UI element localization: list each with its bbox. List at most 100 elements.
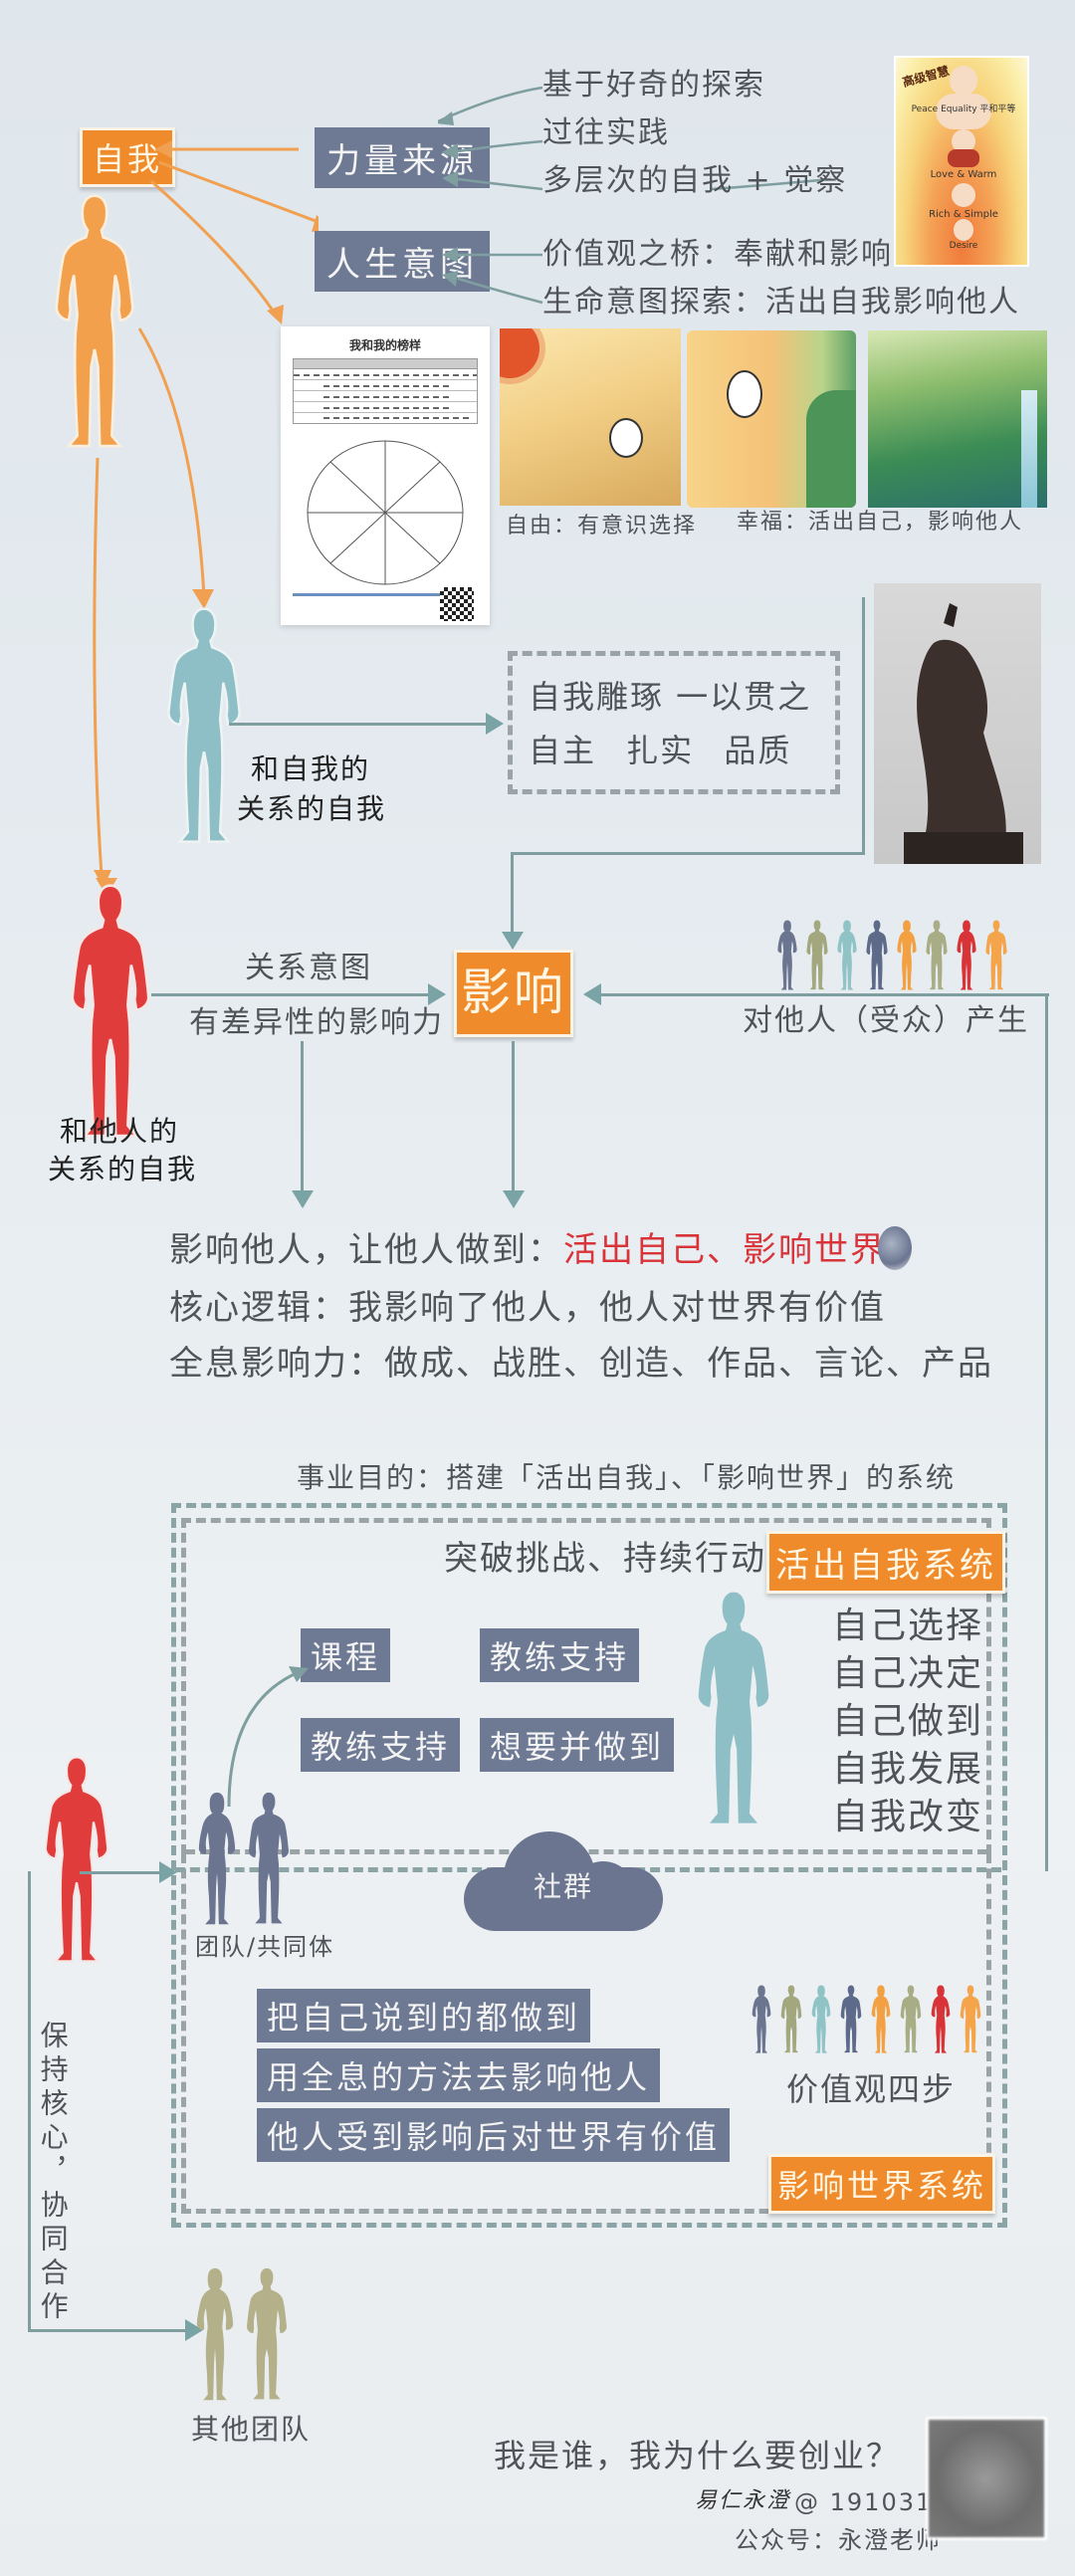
tag-course[interactable]: 课程 — [301, 1628, 391, 1682]
others-relation-label-line2: 关系的自我 — [48, 1153, 198, 1185]
live-self-tagline: 突破挑战、持续行动 — [444, 1539, 766, 1579]
wisdom-level-4: Desire — [949, 241, 978, 251]
summary-line3: 全息影响力：做成、战胜、创造、作品、言论、产品 — [169, 1344, 993, 1384]
summary-highlight: 活出自己、影响世界 — [563, 1230, 886, 1270]
arrow-down-icon — [192, 589, 214, 607]
differential-influence-label: 有差异性的影响力 — [189, 1005, 444, 1040]
tag-coaching-support-2[interactable]: 教练支持 — [301, 1718, 461, 1772]
wisdom-title: 高级智慧 — [901, 64, 952, 90]
team-label: 团队/共同体 — [195, 1933, 335, 1961]
footer-question: 我是谁，我为什么要创业？ — [494, 2437, 901, 2474]
life-intent-box[interactable]: 人生意图 — [315, 231, 490, 292]
power-source-item-1: 基于好奇的探索 — [542, 68, 765, 103]
influence-world-system-box — [181, 1853, 991, 2214]
baby-body-icon — [936, 94, 991, 129]
person-icon — [892, 920, 922, 991]
community-cloud[interactable]: 社群 — [464, 1824, 663, 1931]
waterfall-icon — [1021, 390, 1037, 508]
qr-code-icon — [440, 587, 474, 621]
business-purpose: 事业目的：搭建「活出自我」、「影响世界」的系统 — [297, 1461, 957, 1494]
self-sculpting-line2: 自主 扎实 品质 — [529, 732, 792, 769]
red-leader-icon — [32, 1756, 121, 1967]
self-label-box[interactable]: 自我 — [80, 127, 176, 187]
footer-signature: 易仁永澄 — [695, 2488, 791, 2513]
person-icon — [747, 1985, 776, 2054]
self-relation-label-line2: 关系的自我 — [237, 792, 387, 825]
self-connector-lines — [93, 140, 319, 888]
other-teams-icon — [189, 2267, 293, 2403]
life-intent-item-1: 价值观之桥：奉献和影响 — [542, 237, 893, 272]
globe-icon — [878, 1226, 912, 1270]
step-item: 自我发展 — [832, 1749, 984, 1790]
self-relation-label-line1: 和自我的 — [251, 752, 371, 785]
arrow-left-icon — [583, 983, 601, 1005]
footer-date: @ 191031 — [794, 2488, 934, 2516]
person-icon — [981, 920, 1011, 991]
influence-world-system-label[interactable]: 影响世界系统 — [768, 2154, 996, 2214]
arrow-right-icon — [486, 713, 504, 735]
team-to-course-arrow — [227, 1666, 309, 1808]
sun-icon — [500, 328, 539, 378]
step-item: 自己选择 — [832, 1606, 984, 1646]
statement-1: 把自己说到的都做到 — [257, 1989, 591, 2042]
power-source-item-3: 多层次的自我 + 觉察 — [542, 163, 848, 198]
doc-pie-diagram — [307, 440, 464, 585]
self-sculpting-box: 自我雕琢 一以贯之 自主 扎实 品质 — [508, 651, 840, 794]
role-model-document: 我和我的榜样 — [281, 326, 490, 625]
step-item: 自己决定 — [832, 1653, 984, 1694]
forest-icon — [806, 390, 856, 508]
footer-account: 公众号：永澄老师 — [735, 2526, 942, 2554]
connector-line — [80, 1871, 163, 1874]
live-self-system-box — [181, 1518, 991, 1854]
values-four-steps-label: 价值观四步 — [786, 2070, 957, 2108]
connector-line — [511, 852, 865, 855]
person-icon — [772, 920, 802, 991]
tag-want-and-do[interactable]: 想要并做到 — [480, 1718, 675, 1772]
person-icon — [802, 920, 832, 991]
power-source-item-2: 过往实践 — [542, 115, 670, 150]
baby-head-icon — [950, 66, 977, 96]
person-icon — [926, 1985, 956, 2054]
connector-line — [151, 993, 428, 996]
arrow-down-icon — [502, 932, 524, 950]
summary-line1-prefix: 影响他人，让他人做到： — [169, 1230, 563, 1270]
live-self-steps: 自己选择 自己决定 自己做到 自我发展 自我改变 — [832, 1603, 983, 1841]
heart-icon — [948, 149, 979, 167]
arrow-down-icon — [503, 1190, 525, 1208]
connector-line — [28, 2329, 187, 2332]
character-icon — [727, 370, 762, 418]
blurred-qr-code — [926, 2417, 1047, 2540]
audience-crowd — [772, 920, 1011, 991]
red-person-icon — [56, 884, 165, 1143]
wisdom-levels-image: 高级智慧 Peace Equality 平和平等 Love & Warm Ric… — [894, 56, 1029, 267]
person-icon — [896, 1985, 926, 2054]
summary-line2: 核心逻辑：我影响了他人，他人对世界有价值 — [169, 1288, 886, 1328]
connector-line — [1045, 993, 1048, 1871]
live-self-system-label[interactable]: 活出自我系统 — [766, 1531, 1005, 1594]
connector-line — [28, 1871, 31, 2331]
wisdom-level-2: Love & Warm — [930, 169, 997, 180]
wisdom-level-1: Peace Equality 平和平等 — [911, 105, 1016, 114]
person-icon — [776, 1985, 806, 2054]
person-icon — [806, 1985, 836, 2054]
summary-line1: 影响他人，让他人做到：活出自己、影响世界 — [169, 1230, 886, 1271]
person-icon — [836, 1985, 866, 2054]
power-source-box[interactable]: 力量来源 — [315, 127, 490, 188]
community-label: 社群 — [533, 1870, 593, 1903]
self-made-man-statue-image — [874, 583, 1041, 864]
baby-head-icon — [954, 219, 973, 241]
person-icon — [952, 920, 981, 991]
connector-line — [229, 723, 490, 726]
collaboration-vertical-label: 保持核心，协同合作 — [36, 2021, 70, 2325]
cartoon-panel-landscape — [868, 330, 1047, 508]
cartoon-panel-pointing — [687, 330, 856, 508]
connector-line — [512, 1041, 515, 1190]
life-intent-item-2: 生命意图探索：活出自我影响他人 — [542, 285, 1020, 320]
connector-line — [862, 597, 865, 852]
caption-happiness: 幸福：活出自己，影响他人 — [737, 510, 1024, 535]
tag-coaching-support[interactable]: 教练支持 — [480, 1628, 640, 1682]
connector-line — [601, 993, 1049, 996]
influence-box[interactable]: 影响 — [454, 950, 573, 1037]
doc-table — [293, 358, 478, 424]
person-icon — [832, 920, 862, 991]
